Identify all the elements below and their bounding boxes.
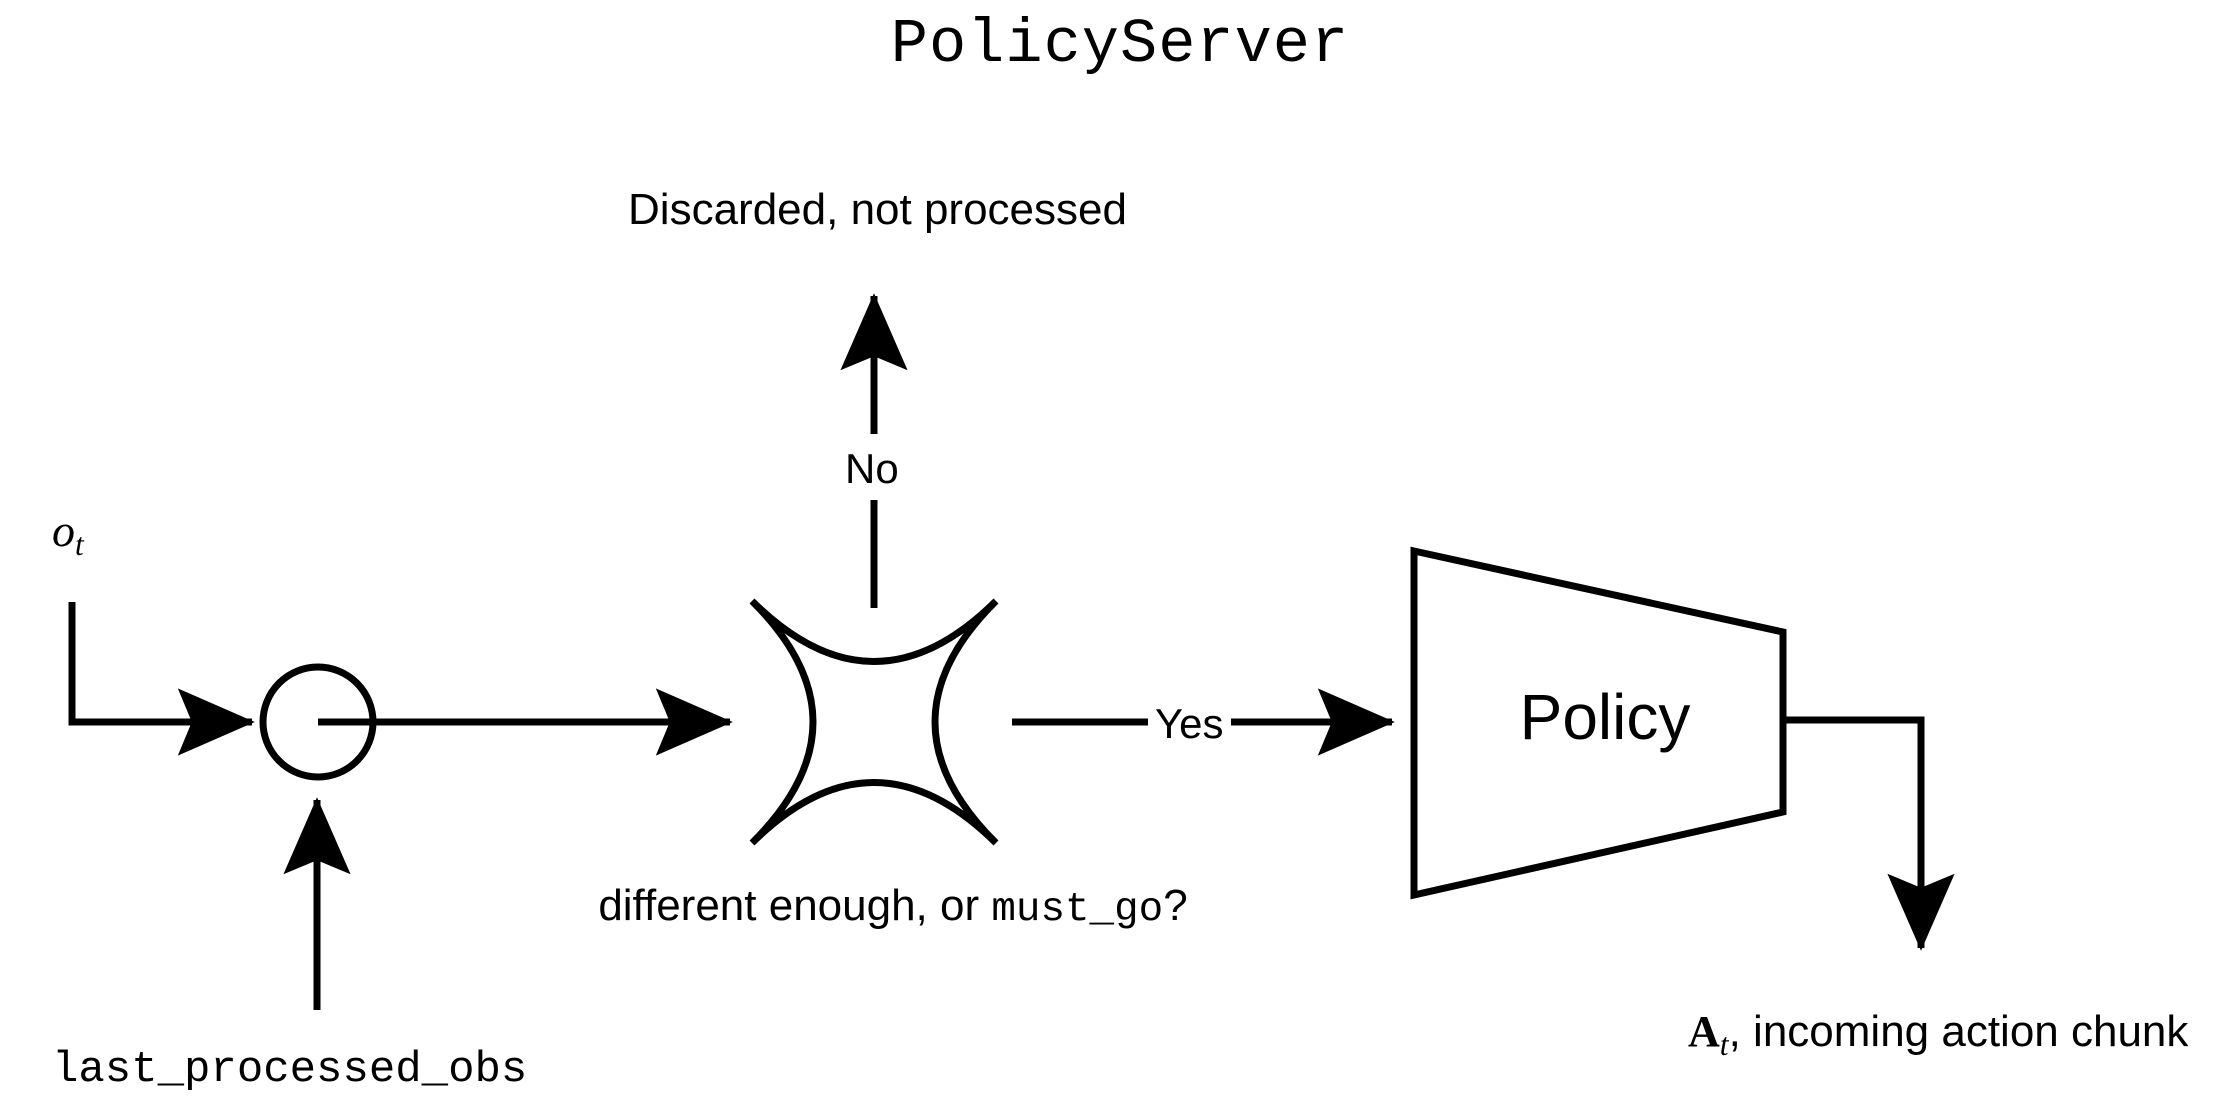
action-chunk-symbol: A [1688, 1007, 1720, 1056]
policy-node-trapezoid [1410, 546, 1787, 900]
last-processed-obs-label: last_processed_obs [52, 1045, 528, 1095]
observation-label: ot [52, 508, 84, 560]
discarded-label: Discarded, not processed [628, 185, 1127, 234]
decision-node-star [749, 598, 999, 846]
policy-node-label: Policy [1519, 681, 1691, 753]
page-title: PolicyServer [890, 9, 1350, 80]
action-chunk-label: At, incoming action chunk [1688, 1010, 2188, 1061]
question-suffix: ? [1163, 881, 1188, 930]
observation-subscript: t [75, 526, 84, 562]
observation-symbol: o [52, 505, 75, 556]
edge-label-no: No [845, 445, 899, 492]
action-chunk-subscript: t [1719, 1026, 1729, 1062]
decision-question-label: different enough, or must_go? [0, 884, 1786, 931]
edge-obs-to-merge [68, 602, 255, 756]
edge-label-yes: Yes [1148, 700, 1231, 748]
action-chunk-text: , incoming action chunk [1728, 1007, 2189, 1056]
edge-policy-to-chunk [1783, 716, 1955, 951]
question-prefix: different enough, or [598, 881, 992, 930]
question-code: must_go [991, 887, 1164, 933]
